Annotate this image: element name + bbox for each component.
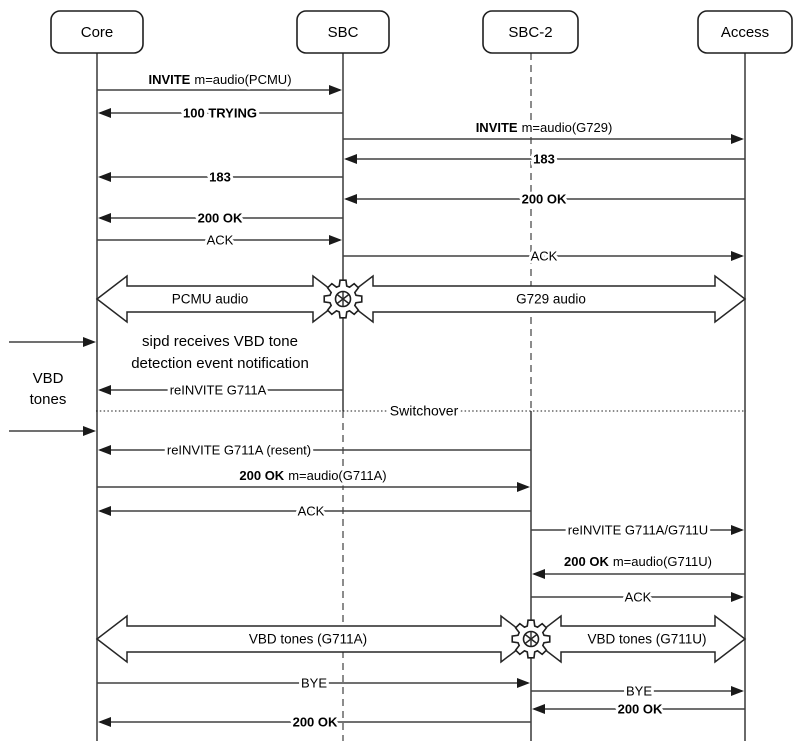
message-reinvite-g711a-resent: reINVITE G711A (resent) [98,440,531,461]
actor-box-core: Core [50,10,144,54]
message-bye-sbc2-access: BYE [531,681,744,702]
actor-box-sbc2: SBC-2 [482,10,579,54]
media-flow-pcmu-audio: PCMU audio [95,274,345,324]
svg-text:183: 183 [209,170,231,185]
vbd-tones-label-line2: tones [30,391,67,408]
message-reinvite-g711a: reINVITE G711A [98,380,343,401]
svg-text:VBD tones (G711U): VBD tones (G711U) [587,632,706,647]
svg-text:reINVITE G711A/G711U: reINVITE G711A/G711U [568,523,708,538]
svg-text:BYE: BYE [301,676,327,691]
svg-text:200 OK: 200 OK [522,192,567,207]
svg-text:VBD tones (G711A): VBD tones (G711A) [249,632,367,647]
message-ack-sbc-access: ACK [343,246,744,267]
svg-text:ACK: ACK [625,590,652,605]
message-ack-core-sbc: ACK [97,230,342,251]
message-200ok-access-sbc2: 200 OK [532,699,745,720]
svg-text:reINVITE G711A: reINVITE G711A [170,383,267,398]
svg-text:ACK: ACK [207,233,234,248]
svg-text:Access: Access [721,24,769,41]
svg-text:reINVITE G711A (resent): reINVITE G711A (resent) [167,443,311,458]
svg-text:200 OKm=audio(G711U): 200 OKm=audio(G711U) [564,554,712,569]
event-note-line2: detection event notification [131,355,309,372]
message-reinvite-g711a-g711u: reINVITE G711A/G711U [531,520,744,541]
message-183-access-sbc: 183 [344,149,745,170]
message-200ok-access-sbc: 200 OK [344,189,745,210]
svg-text:183: 183 [533,152,555,167]
svg-text:Core: Core [81,24,114,41]
switchover-label: Switchover [390,403,459,419]
svg-text:200 OK: 200 OK [198,211,243,226]
actor-box-access: Access [697,10,793,54]
media-flow-vbd-g711u: VBD tones (G711U) [529,614,747,664]
svg-text:G729 audio: G729 audio [516,292,586,307]
svg-text:SBC-2: SBC-2 [508,24,552,41]
message-100-trying: 100 TRYING [98,103,343,124]
external-vbd-arrow-top [9,337,96,347]
svg-text:ACK: ACK [531,249,558,264]
svg-text:PCMU audio: PCMU audio [172,292,249,307]
media-flow-vbd-g711a: VBD tones (G711A) [95,614,533,664]
message-200ok-sbc2-core: 200 OK [98,712,531,733]
message-ack-sbc2-access: ACK [531,587,744,608]
svg-text:200 OKm=audio(G711A): 200 OKm=audio(G711A) [239,468,386,483]
message-ack-sbc2-core: ACK [98,501,531,522]
actor-box-sbc: SBC [296,10,390,54]
svg-text:BYE: BYE [626,684,652,699]
message-bye-core-sbc2: BYE [97,673,530,694]
svg-text:100 TRYING: 100 TRYING [183,106,257,121]
svg-text:200 OK: 200 OK [293,715,338,730]
event-note-line1: sipd receives VBD tone [142,333,298,350]
svg-text:ACK: ACK [298,504,325,519]
message-183-sbc-core: 183 [98,167,343,188]
external-vbd-arrow-bottom [9,426,96,436]
message-200ok-sbc-core: 200 OK [98,208,343,229]
vbd-tones-label-line1: VBD [33,370,64,387]
media-flow-g729-audio: G729 audio [341,274,747,324]
svg-text:200 OK: 200 OK [618,702,663,717]
svg-text:SBC: SBC [328,24,359,41]
